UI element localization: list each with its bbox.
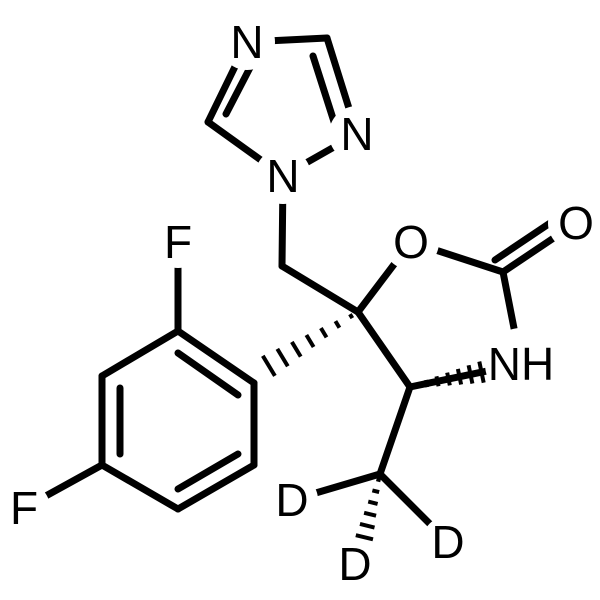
bond-ar-c4-f xyxy=(20,461,106,512)
atom-label-carbonyl-o: O xyxy=(558,197,594,249)
hash-stroke xyxy=(275,347,290,368)
bond-ar-c1-c2-inner xyxy=(174,349,242,399)
hashed-bond-cd3-d-bottom xyxy=(355,477,382,542)
bond-c2-carbonyl-o xyxy=(499,219,580,276)
bond-c2-n3 xyxy=(499,268,525,368)
hash-stroke xyxy=(355,533,374,542)
bond-c5q-o1 xyxy=(354,238,415,316)
bond-c5-n2-inner xyxy=(309,52,340,132)
hash-stroke xyxy=(477,361,486,384)
hash-stroke xyxy=(319,327,329,339)
atom-label-ring-o: O xyxy=(393,216,429,268)
bond-ar-c5-c6 xyxy=(174,461,258,513)
atom-label-fluorine-ortho: F xyxy=(164,216,192,268)
hashed-bond-c5q-aryl xyxy=(261,313,355,377)
hash-stroke xyxy=(466,364,475,384)
bond-c3-n4 xyxy=(204,38,251,126)
hash-stroke xyxy=(413,383,418,389)
hashed-bond-c4-nh xyxy=(413,361,486,389)
atom-label-ring-nh: NH xyxy=(488,338,554,390)
bond-c2-carbonyl-o-second xyxy=(491,207,572,264)
atom-label-deuterium-bottom: D xyxy=(338,538,371,590)
bond-n2-n1 xyxy=(279,130,361,180)
bond-ch2-c5q xyxy=(278,262,362,316)
atom-label-triazole-n1: N xyxy=(266,150,299,202)
bond-ar-c5-c6-inner xyxy=(174,450,242,493)
atom-label-fluorine-para: F xyxy=(10,482,38,534)
atom-label-deuterium-right: D xyxy=(431,516,464,568)
bond-c4-cd3 xyxy=(376,383,414,478)
bond-layer xyxy=(20,34,580,546)
bond-n4-c5 xyxy=(243,34,331,46)
bond-ar-c4-c5 xyxy=(98,461,182,513)
hash-stroke xyxy=(363,510,377,518)
bond-cd3-d-right xyxy=(376,470,452,546)
bond-cd3-d-left xyxy=(288,470,384,504)
atom-labels: N N N O O NH F F D D D xyxy=(10,16,594,590)
hash-stroke xyxy=(434,375,441,387)
atom-label-deuterium-left: D xyxy=(275,474,308,526)
bond-c3-n4-inner xyxy=(222,56,258,118)
bond-ar-c2-c3 xyxy=(98,327,182,380)
bond-n1-c3 xyxy=(204,118,287,180)
hash-stroke xyxy=(423,379,430,388)
hash-stroke xyxy=(261,354,277,377)
hash-stroke xyxy=(304,333,316,349)
bond-o1-c2 xyxy=(407,238,507,276)
hash-stroke xyxy=(376,477,382,483)
hash-stroke xyxy=(290,340,303,358)
atom-label-triazole-n2: N xyxy=(340,108,373,160)
bond-ar-c1-c2 xyxy=(174,327,258,387)
hash-stroke xyxy=(333,320,342,329)
hash-stroke xyxy=(455,368,464,385)
atom-label-triazole-n4: N xyxy=(230,16,263,68)
bond-n1-ch2 xyxy=(278,172,287,270)
hash-stroke xyxy=(445,372,452,386)
bond-c5-n2 xyxy=(323,34,361,138)
hash-stroke xyxy=(367,499,379,506)
hash-stroke xyxy=(371,488,380,495)
hash-stroke xyxy=(348,313,355,320)
bond-n3-c4 xyxy=(406,360,525,391)
bond-c4-c5q xyxy=(354,308,414,391)
hash-stroke xyxy=(359,522,376,530)
